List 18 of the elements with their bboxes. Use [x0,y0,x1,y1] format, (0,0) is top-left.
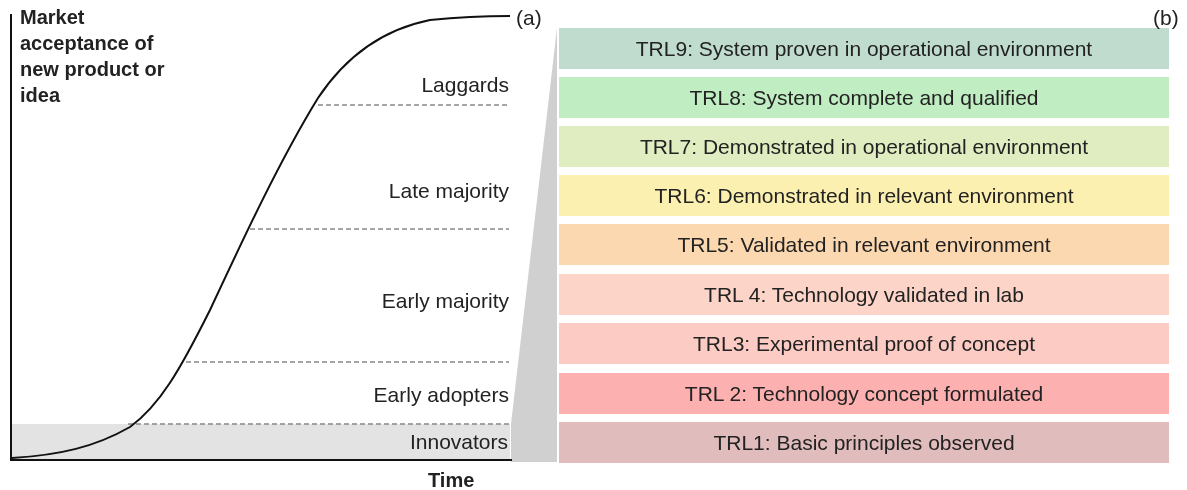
segment-label: Laggards [421,73,509,97]
level-box: TRL1: Basic principles observed [559,422,1169,463]
segment-label: Early adopters [373,383,509,407]
level-box: TRL8: System complete and qualified [559,77,1169,118]
axis-title: Time [428,469,475,490]
axis-title: Market acceptance of new product or idea [20,5,166,108]
level-box: TRL3: Experimental proof of concept [559,323,1169,364]
segment-band: Innovators [12,424,510,460]
segment-label: Late majority [388,179,509,203]
level-box: TRL9: System proven in operational environment [559,28,1169,69]
panel-label: (b) [1153,6,1179,30]
segment-label: Early majority [381,289,509,313]
level-box: TRL5: Validated in relevant environment [559,224,1169,265]
level-box: TRL 4: Technology validated in lab [559,274,1169,315]
level-box: TRL6: Demonstrated in relevant environment [559,175,1169,216]
panel-label: (a) [516,6,542,30]
level-box: TRL7: Demonstrated in operational environment [559,126,1169,167]
level-box: TRL 2: Technology concept formulated [559,373,1169,414]
